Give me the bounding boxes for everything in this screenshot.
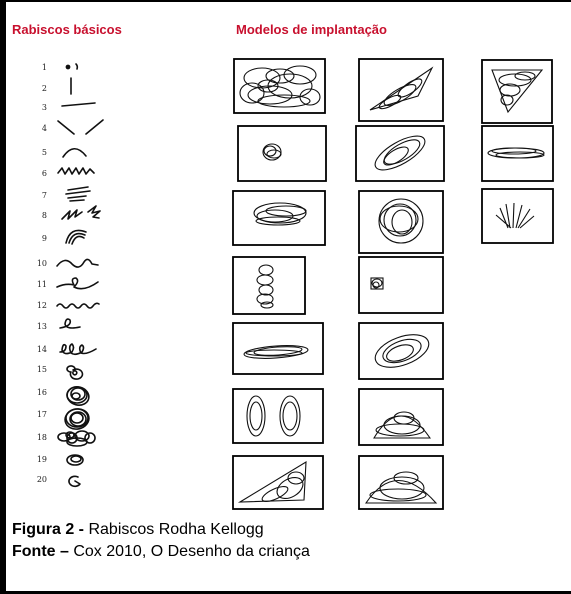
figure-caption: Figura 2 - Rabiscos Rodha Kellogg	[12, 521, 264, 539]
scribble-16-spiral-large	[65, 384, 91, 407]
source-text: Cox 2010, O Desenho da criança	[69, 543, 310, 560]
scribble-5-arc	[63, 149, 86, 157]
placement-model-scribbles	[240, 66, 544, 504]
scribble-20-open-circle	[69, 476, 80, 486]
scribble-7-multi-lines	[66, 187, 90, 201]
scribble-15-spiral	[67, 366, 82, 379]
scribble-18-loop-cluster	[58, 431, 95, 446]
scribble-14-loops	[60, 344, 96, 354]
scribble-12-small-waves	[57, 303, 99, 308]
model-box-7	[233, 191, 325, 245]
fill-diagonal-blob	[370, 129, 429, 176]
scribble-9-loop-arc	[66, 230, 86, 244]
scribble-3-horizontal-line	[62, 103, 95, 106]
model-box-12	[233, 323, 323, 374]
fill-oval	[371, 328, 433, 373]
scribble-19-oval	[67, 455, 83, 465]
fill-vertical-column	[257, 265, 273, 308]
scribble-10-wave	[57, 259, 98, 267]
model-box-13	[359, 323, 443, 379]
scribble-6-zigzag	[58, 168, 94, 174]
fill-two-columns	[247, 396, 300, 436]
fill-square	[379, 199, 423, 243]
fill-fan	[496, 203, 534, 228]
fill-diagonal	[370, 68, 432, 111]
fill-small-square	[371, 278, 383, 289]
model-box-8	[359, 191, 443, 253]
scribble-4-diagonal-lines	[58, 120, 103, 134]
scribble-11-loop-wave	[57, 278, 98, 289]
fill-full-rect	[240, 66, 320, 107]
scribble-1-dots	[66, 64, 77, 69]
figure-label: Figura 2 -	[12, 521, 84, 538]
fill-triangle	[492, 70, 542, 112]
figure-text: Rabiscos Rodha Kellogg	[84, 521, 264, 538]
source-caption: Fonte – Cox 2010, O Desenho da criança	[12, 543, 310, 561]
model-box-15	[359, 389, 443, 445]
model-box-5	[356, 126, 444, 181]
source-label: Fonte –	[12, 543, 69, 560]
fill-band	[244, 344, 309, 360]
fill-diagonal-triangle	[240, 462, 307, 504]
fill-small-blob	[263, 144, 281, 160]
model-box-4	[238, 126, 326, 181]
scribble-8-hatched-strokes	[62, 206, 100, 219]
model-box-9	[482, 189, 553, 243]
fill-mound	[374, 412, 430, 438]
scribble-13-single-loop	[60, 319, 80, 328]
model-box-11	[359, 257, 443, 313]
placement-model-boxes	[233, 59, 553, 509]
fill-horizontal-rect	[254, 203, 306, 225]
fill-large-mound	[366, 472, 436, 503]
scribble-17-concentric-circles	[63, 407, 91, 432]
fill-horizontal-band	[488, 148, 544, 158]
